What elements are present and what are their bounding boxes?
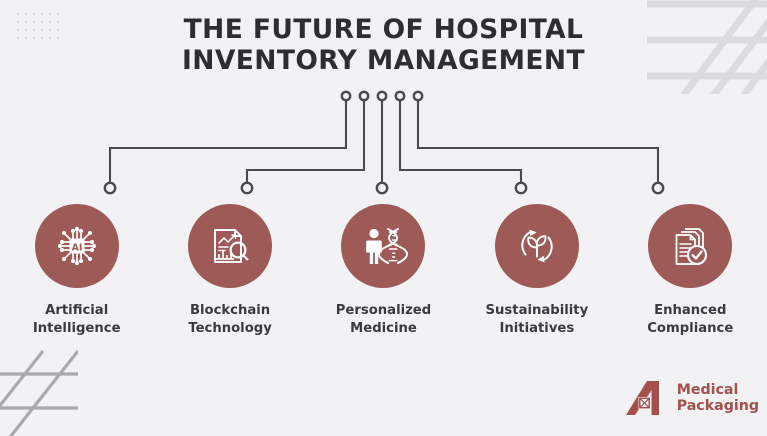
icon-circle <box>188 204 273 288</box>
connector-top-dot <box>358 90 370 102</box>
connector-top-dot <box>394 90 406 102</box>
item-label: Sustainability Initiatives <box>485 303 589 336</box>
logo-wordmark: Medical Packaging <box>677 382 759 415</box>
item-personalized-medicine[interactable]: Personalized Medicine <box>307 204 460 337</box>
connector-bottom-dot <box>240 181 254 195</box>
item-label: Personalized Medicine <box>335 303 432 336</box>
medical-packaging-m-mark <box>625 381 659 415</box>
items-row: AI Artificial Intelligence <box>0 204 767 337</box>
person-dna-icon <box>366 228 409 264</box>
connector-bottom-dot <box>375 181 389 195</box>
item-blockchain-technology[interactable]: Blockchain Technology <box>153 204 306 337</box>
page-title-line-2: INVENTORY MANAGEMENT <box>182 45 585 76</box>
ai-chip-icon: AI <box>57 226 96 266</box>
logo-line-1: Medical <box>676 381 739 398</box>
item-sustainability-initiatives[interactable]: Sustainability Initiatives <box>460 204 613 337</box>
connector-top-dot <box>376 90 388 102</box>
brand-logo[interactable]: Medical Packaging <box>625 378 759 418</box>
item-enhanced-compliance[interactable]: Enhanced Compliance <box>614 204 767 337</box>
icon-circle <box>494 204 579 288</box>
connector-bottom-dot <box>514 181 528 195</box>
diagonal-lattice-pattern-bottom-left <box>0 350 78 436</box>
logo-line-2: Packaging <box>676 398 759 414</box>
item-label: Enhanced Compliance <box>647 303 734 336</box>
page-title: THE FUTURE OF HOSPITAL INVENTORY MANAGEM… <box>0 14 767 76</box>
icon-circle <box>648 204 733 288</box>
page-title-line-1: THE FUTURE OF HOSPITAL <box>183 14 584 45</box>
connector-top-dot <box>340 90 352 102</box>
documents-check-icon <box>675 228 708 266</box>
item-label: Artificial Intelligence <box>32 303 121 336</box>
icon-circle <box>341 204 426 288</box>
icon-circle: AI <box>34 204 119 288</box>
connector-bottom-dot <box>651 181 665 195</box>
connector-diagram <box>103 90 665 195</box>
connector-top-dot <box>412 90 424 102</box>
connector-bottom-dot <box>103 181 117 195</box>
svg-text:AI: AI <box>71 242 82 253</box>
item-artificial-intelligence[interactable]: AI Artificial Intelligence <box>0 204 153 337</box>
item-label: Blockchain Technology <box>188 303 272 336</box>
chart-report-magnifier-icon <box>214 229 249 263</box>
recycle-leaf-icon <box>521 229 553 263</box>
